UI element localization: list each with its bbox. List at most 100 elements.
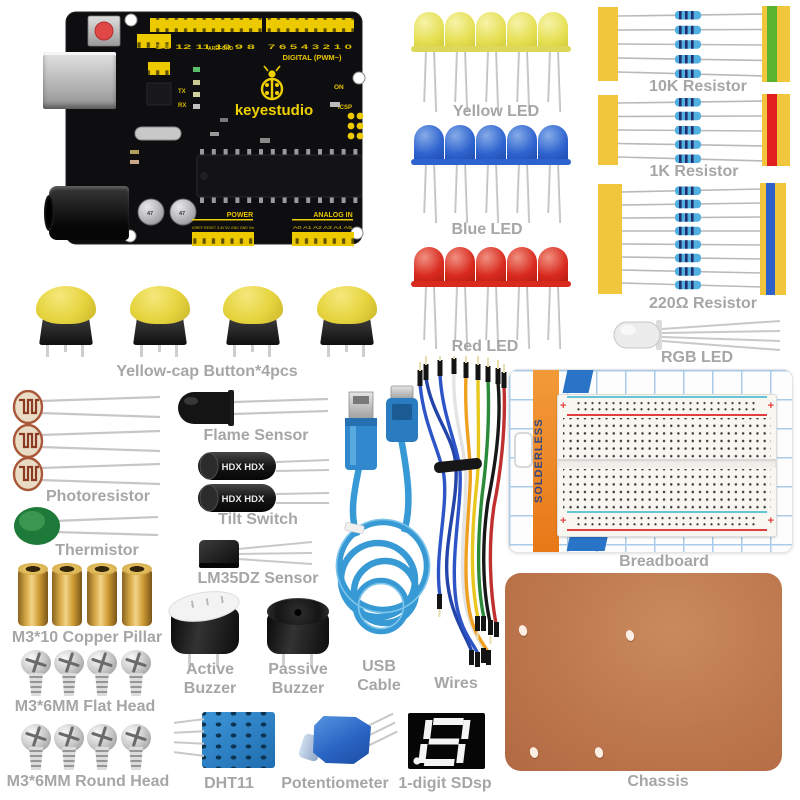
decimal-point: [413, 757, 421, 765]
potentiometer: [297, 708, 398, 770]
flat-head-screw: [20, 650, 52, 698]
plus-mark: +: [560, 515, 567, 527]
label-buttons: Yellow-cap Button*4pcs: [116, 363, 298, 380]
tilt-switch: HDX HDX: [198, 484, 330, 512]
reset-button: [87, 15, 121, 47]
copper-pillar: [122, 563, 152, 626]
keyestudio-logo-icon: [260, 65, 284, 101]
round-head-screw: [86, 724, 118, 772]
tape-stripe-blue: [766, 183, 775, 295]
round-head-screw: [20, 724, 52, 772]
usb-cable: [335, 385, 431, 635]
dht11-lead: [173, 718, 205, 725]
icsp-silk: ICSP: [338, 105, 352, 111]
yellow-led: [504, 12, 540, 113]
label-dht11: DHT11: [204, 775, 254, 792]
power-silk: POWER: [227, 212, 253, 219]
label-round-head: M3*6MM Round Head: [6, 773, 170, 790]
plus-mark: +: [767, 515, 774, 527]
tilt-switch: HDX HDX: [198, 452, 330, 480]
label-1k-resistor: 1K Resistor: [649, 163, 739, 180]
usb-chip: [146, 82, 172, 106]
red-led: [473, 247, 509, 350]
label-chassis: Chassis: [627, 773, 689, 790]
dht11-lead: [173, 741, 205, 746]
copper-pillar: [18, 563, 48, 626]
usb-b-connector: [386, 385, 418, 442]
breadboard-banner: [533, 370, 559, 552]
label-rgb-led: RGB LED: [661, 349, 733, 366]
label-copper-pillar: M3*10 Copper Pillar: [11, 629, 163, 646]
round-head-screw: [53, 724, 85, 772]
photoresistor-group: [12, 390, 161, 492]
button-group: [34, 286, 384, 376]
dht11-lead: [173, 751, 205, 758]
icsp-header: [347, 112, 364, 140]
yellow-led: [442, 12, 478, 113]
round-head-screw: [120, 724, 152, 772]
resistor-bundle-220: [598, 183, 786, 295]
photoresistor: [12, 390, 44, 492]
center-channel: [558, 459, 776, 468]
red-led: [535, 247, 571, 350]
wire-connectors: [417, 358, 507, 388]
flat-head-screw: [120, 650, 152, 698]
yellow-cap-button: [34, 286, 98, 366]
label-sevenseg: 1-digit SDsp: [398, 775, 492, 792]
cable-tie: [344, 522, 365, 534]
blue-led: [411, 125, 447, 225]
resistor-bundle-1k: [598, 94, 790, 166]
tilt-marking: HDX HDX: [222, 462, 265, 473]
chassis-board: [505, 573, 782, 771]
hang-slot: [514, 432, 533, 468]
crystal-oscillator: [134, 126, 182, 141]
yellow-cap-button: [315, 286, 379, 366]
power-rail-bottom: + +: [560, 510, 774, 532]
power-header: [192, 232, 254, 246]
jumper-wires: [417, 356, 507, 667]
solderless-text: SOLDERLESS: [533, 418, 545, 504]
copper-pillar: [87, 563, 117, 626]
terminal-bank: [563, 418, 771, 458]
red-led: [411, 247, 447, 350]
resistor-bundle-10k: [598, 6, 790, 82]
digital-pins-right: 7 6 5 4 3 2 1 0: [268, 45, 353, 51]
breadboard-card: SOLDERLESS + + + +: [508, 369, 793, 553]
label-10k-resistor: 10K Resistor: [649, 78, 747, 95]
wire-pins: [419, 356, 505, 373]
rx-silk: RX: [178, 103, 186, 109]
yellow-led: [411, 12, 447, 113]
digital-pins-left: 13 12 11 10 9 8: [155, 45, 257, 51]
label-potentiometer: Potentiometer: [281, 775, 389, 792]
capacitor: [137, 198, 165, 226]
blue-led: [442, 125, 478, 225]
cap-marking: 47: [147, 211, 153, 217]
label-usb-cable: USB Cable: [357, 658, 401, 694]
keyestudio-brand: keyestudio: [235, 102, 313, 119]
label-flame-sensor: Flame Sensor: [203, 427, 309, 444]
round-head-screw-group: [20, 724, 160, 772]
red-led-group: [411, 247, 604, 352]
pot-body: [313, 716, 371, 764]
resistor-tape: [598, 7, 618, 81]
label-thermistor: Thermistor: [55, 542, 139, 559]
red-led: [504, 247, 540, 350]
flat-head-screw-group: [20, 650, 160, 698]
label-blue-led: Blue LED: [451, 221, 523, 238]
lm35-sensor: [199, 540, 313, 568]
digital-silk: DIGITAL (PWM~): [282, 53, 342, 62]
dht11-lead: [173, 730, 205, 735]
arduino-board: AREF GND 13 12 11 10 9 8 7 6 5 4 3 2 1 0…: [65, 11, 366, 246]
blue-led: [473, 125, 509, 225]
capacitor: [169, 198, 197, 226]
label-breadboard: Breadboard: [619, 553, 709, 570]
on-silk: ON: [334, 84, 344, 91]
digital-header-left: [150, 18, 262, 32]
yellow-cap-button: [128, 286, 192, 366]
label-photoresistor: Photoresistor: [45, 488, 150, 505]
cap-marking: 47: [179, 211, 185, 217]
terminal-bank: [563, 469, 771, 509]
yellow-led: [535, 12, 571, 113]
seven-segment-display: [408, 713, 485, 769]
